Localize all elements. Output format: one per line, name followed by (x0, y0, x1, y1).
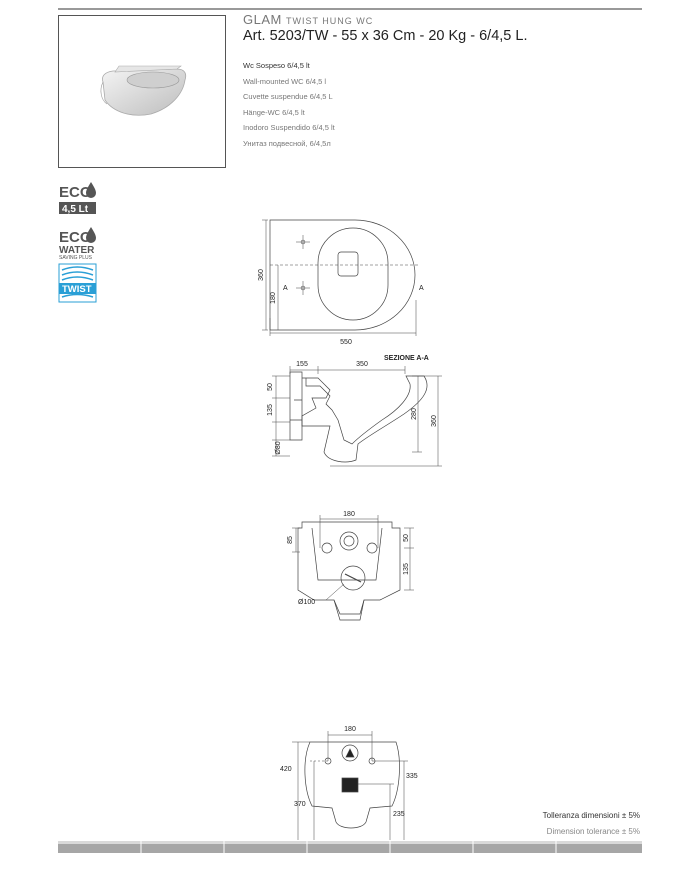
wall-dim-left-inner: 370 (294, 801, 306, 808)
section-dim-e: Ø80 (275, 441, 282, 454)
swirl-icon (61, 266, 94, 281)
plan-view (262, 219, 420, 336)
desc-es: Inodoro Suspendido 6/4,5 lt (243, 123, 335, 132)
desc-en: Wall-mounted WC 6/4,5 l (243, 76, 327, 86)
series-title: GLAM TWIST HUNG WC (243, 12, 643, 27)
rear-dim-right-top: 50 (403, 534, 410, 542)
rear-dim-outlet: Ø100 (298, 599, 315, 606)
water-drop-icon (86, 227, 96, 243)
eco45-bottom-text: 4,5 Lt (62, 204, 89, 215)
ecowater-top-text: ECO (59, 229, 92, 246)
water-drop-icon (86, 182, 96, 198)
wall-dim-right-bottom: 235 (393, 811, 405, 818)
section-dim-b: 350 (356, 361, 368, 368)
plan-dim-height: 360 (258, 269, 265, 281)
section-dim-f: 280 (411, 408, 418, 420)
product-photo (58, 15, 226, 168)
ecowater-mid-text: WATER (59, 245, 95, 256)
section-dim-g: 360 (431, 415, 438, 427)
badge-icons: ECO 4,5 Lt ECO WATER SAVING PLUS TWIST (58, 182, 97, 303)
section-view (272, 366, 442, 467)
tolerance-en: Dimension tolerance ± 5% (546, 827, 640, 836)
article-line: Art. 5203/TW - 55 x 36 Cm - 20 Kg - 6/4,… (243, 28, 528, 44)
description-list: Wc Sospeso 6/4,5 lt Wall-mounted WC 6/4,… (243, 58, 335, 151)
eco-water-badge: ECO WATER SAVING PLUS (59, 227, 96, 261)
rear-dim-top: 180 (343, 511, 355, 518)
footer-bar (58, 841, 642, 853)
plan-dim-width: 550 (340, 339, 352, 346)
wall-view (292, 731, 408, 840)
desc-it: Wc Sospeso 6/4,5 lt (243, 61, 310, 70)
plan-dim-half: 180 (270, 292, 277, 304)
product-header: GLAM TWIST HUNG WC Art. 5203/TW - 55 x 3… (243, 12, 643, 44)
twist-text: TWIST (62, 284, 92, 295)
eco-45-badge: ECO 4,5 Lt (59, 182, 96, 215)
twist-badge: TWIST (58, 263, 97, 303)
plan-section-left: A (283, 285, 288, 292)
section-title: SEZIONE A-A (384, 355, 429, 362)
rear-dim-right: 135 (403, 563, 410, 575)
section-dim-d: 135 (267, 404, 274, 416)
plan-section-right: A (419, 285, 424, 292)
top-rule (58, 8, 642, 10)
section-dim-a: 155 (296, 361, 308, 368)
tolerance-it: Tolleranza dimensioni ± 5% (542, 811, 640, 820)
rear-dim-left: 85 (287, 536, 294, 544)
wall-dim-right-top: 335 (406, 773, 418, 780)
section-dim-c: 50 (267, 383, 274, 391)
rear-view (292, 515, 414, 621)
series-subtitle: TWIST HUNG WC (285, 16, 374, 26)
series-name: GLAM (243, 12, 282, 27)
wall-dim-top: 180 (344, 726, 356, 733)
desc-fr: Cuvette suspendue 6/4,5 L (243, 92, 333, 101)
ecowater-bottom-text: SAVING PLUS (59, 255, 93, 261)
wall-dim-left-outer: 420 (280, 766, 292, 773)
feature-badges: ECO 4,5 Lt ECO WATER SAVING PLUS TWIST (58, 180, 98, 310)
desc-de: Hänge-WC 6/4,5 lt (243, 107, 305, 117)
desc-ru: Унитаз подвесной, 6/4,5л (243, 138, 331, 148)
wc-illustration (100, 65, 187, 116)
eco45-top-text: ECO (59, 184, 92, 201)
